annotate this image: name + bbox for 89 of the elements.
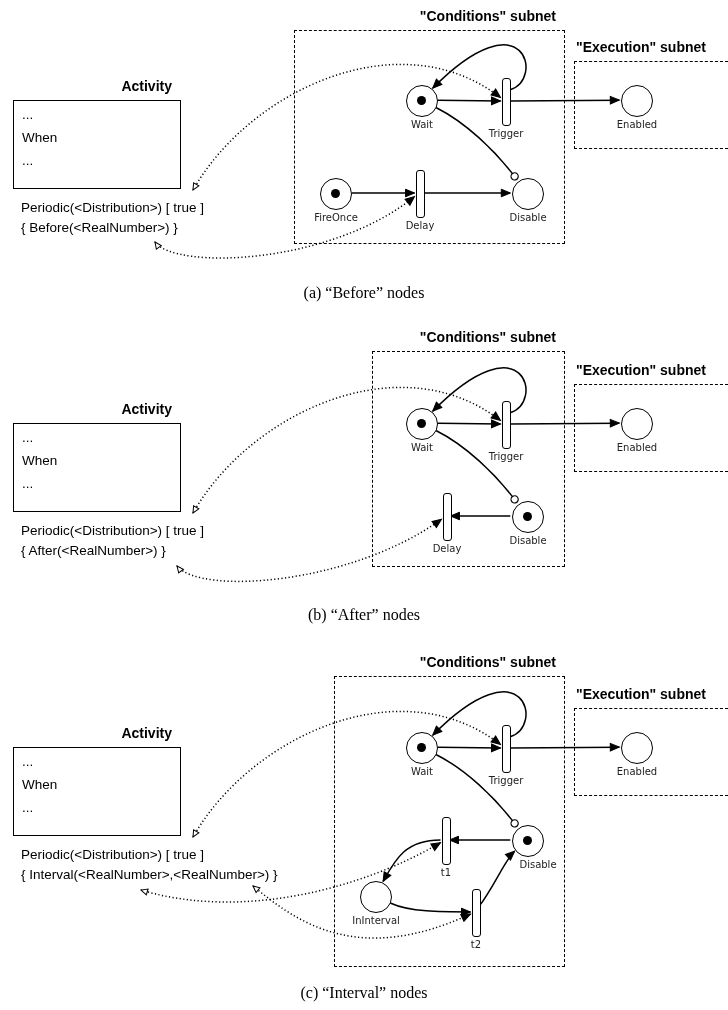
node-label: t2 (470, 938, 482, 950)
node-label: Trigger (488, 127, 524, 139)
place-circle (512, 178, 544, 210)
dotted-arrow (176, 518, 443, 583)
transition-bar (471, 889, 481, 937)
transition-bar (501, 401, 511, 449)
node-label: Delay (405, 219, 435, 231)
text-line: ... (22, 430, 34, 446)
transition-bar (501, 78, 511, 126)
node-label: Trigger (488, 774, 524, 786)
node-label: Wait (410, 441, 434, 453)
inhibitor-arc (435, 429, 519, 504)
arc-arrow (432, 44, 527, 91)
transition-bar (441, 817, 451, 865)
arc-arrow (432, 691, 527, 738)
expression-text: { After(<RealNumber>) } (21, 543, 166, 559)
place-circle (512, 825, 544, 857)
transition-bar (442, 493, 452, 541)
node-label: Disable (509, 534, 547, 546)
arc-arrow (436, 96, 502, 106)
place-circle (360, 881, 392, 913)
node-label: t1 (440, 866, 452, 878)
arc-arrow (448, 835, 512, 845)
arc-arrow (389, 902, 472, 917)
box-heading: "Conditions" subnet (419, 8, 556, 24)
arc-arrow (508, 742, 621, 752)
arc-arrow (432, 367, 527, 414)
place-circle (406, 732, 438, 764)
place-circle (406, 85, 438, 117)
expression-text: Periodic(<Distribution>) [ true ] (21, 847, 205, 863)
inhibitor-arc (435, 753, 519, 828)
dotted-arrow (192, 387, 502, 514)
dotted-arrow (252, 885, 472, 939)
expression-text: { Before(<RealNumber>) } (21, 220, 178, 236)
node-label: Trigger (488, 450, 524, 462)
expression-text: { Interval(<RealNumber>,<RealNumber>) } (21, 867, 278, 883)
node-label: Enabled (616, 765, 658, 777)
arc-arrow (422, 188, 512, 198)
box-heading: Activity (121, 78, 172, 94)
expression-text: Periodic(<Distribution>) [ true ] (21, 523, 205, 539)
inhibitor-arc (435, 106, 519, 181)
place-circle (512, 501, 544, 533)
box-heading: "Execution" subnet (576, 362, 706, 378)
text-line: When (22, 453, 58, 469)
box-heading: "Conditions" subnet (419, 329, 556, 345)
node-label: Enabled (616, 118, 658, 130)
box-heading: Activity (121, 725, 172, 741)
box-heading: Activity (121, 401, 172, 417)
dotted-arrow (154, 195, 416, 259)
place-circle (320, 178, 352, 210)
node-label: Disable (519, 858, 557, 870)
arc-arrow (382, 839, 442, 883)
node-label: Enabled (616, 441, 658, 453)
place-circle (621, 732, 653, 764)
transition-bar (501, 725, 511, 773)
figure-caption: (b) “After” nodes (308, 606, 420, 624)
text-line: ... (22, 754, 34, 770)
node-label: InInterval (352, 914, 400, 926)
text-line: ... (22, 800, 34, 816)
text-line: When (22, 777, 58, 793)
text-line: ... (22, 476, 34, 492)
dotted-arrow (192, 711, 502, 838)
node-label: Wait (410, 118, 434, 130)
node-label: Delay (432, 542, 462, 554)
text-line: ... (22, 153, 34, 169)
dotted-arrow (192, 64, 502, 191)
place-circle (406, 408, 438, 440)
box-heading: "Execution" subnet (576, 686, 706, 702)
box-heading: "Conditions" subnet (419, 654, 556, 670)
text-line: When (22, 130, 58, 146)
transition-bar (415, 170, 425, 218)
arc-arrow (508, 95, 621, 105)
text-line: ... (22, 107, 34, 123)
place-circle (621, 85, 653, 117)
arc-arrow (350, 188, 416, 198)
arc-arrow (436, 743, 502, 753)
dotted-arrow (140, 841, 442, 903)
node-label: Disable (509, 211, 547, 223)
place-circle (621, 408, 653, 440)
expression-text: Periodic(<Distribution>) [ true ] (21, 200, 205, 216)
arc-arrow (508, 418, 621, 428)
figure-caption: (c) “Interval” nodes (300, 984, 428, 1002)
box-heading: "Execution" subnet (576, 39, 706, 55)
figure-caption: (a) “Before” nodes (303, 284, 425, 302)
arc-arrow (449, 511, 512, 521)
arc-arrow (436, 419, 502, 429)
node-label: FireOnce (314, 211, 358, 223)
arc-arrow (478, 850, 516, 907)
node-label: Wait (410, 765, 434, 777)
